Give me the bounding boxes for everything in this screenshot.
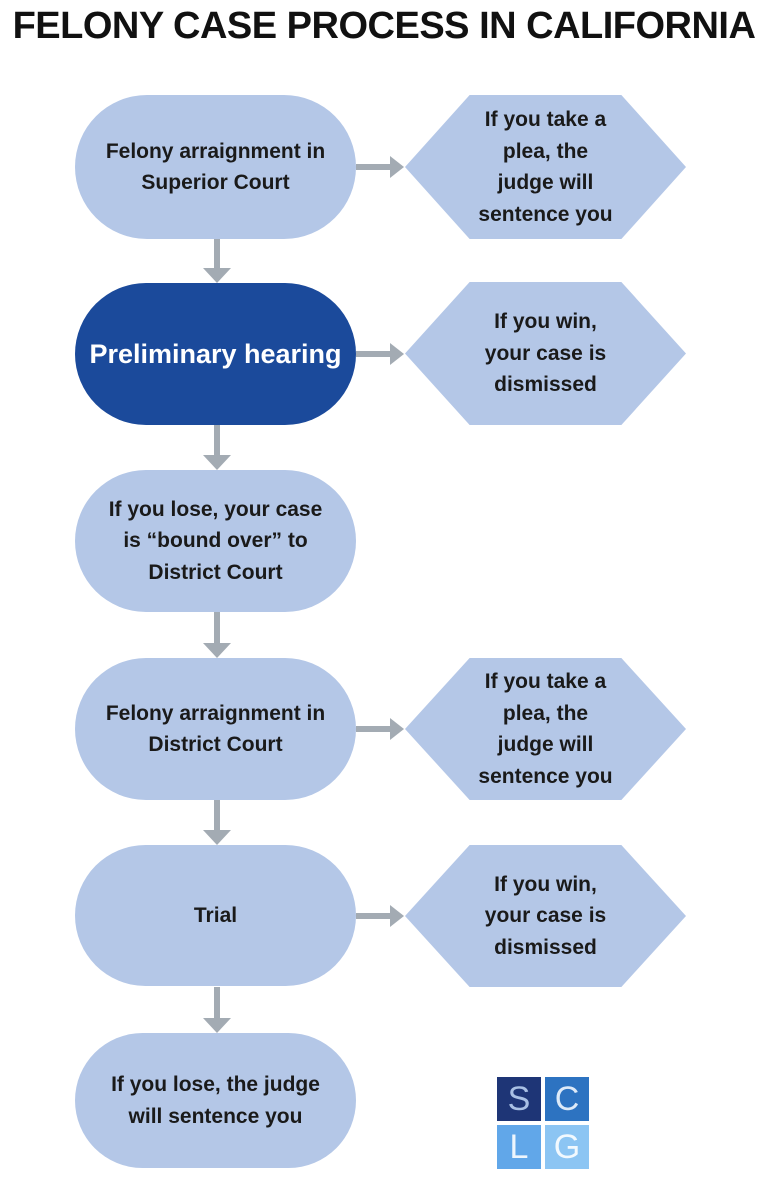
arrow-head: [203, 1018, 231, 1033]
arrow-right-icon: [356, 905, 404, 927]
node-preliminary-hearing: Preliminary hearing: [75, 283, 356, 425]
arrow-head: [203, 455, 231, 470]
arrow-down-icon: [202, 425, 232, 470]
arrow-head: [390, 718, 404, 740]
arrow-right-icon: [356, 343, 404, 365]
arrow-down-icon: [202, 800, 232, 845]
arrow-stem: [214, 800, 220, 830]
node-take-plea-sentence-2: If you take a plea, the judge will sente…: [405, 658, 686, 800]
arrow-right-icon: [356, 156, 404, 178]
arrow-right-icon: [356, 718, 404, 740]
node-win-dismissed-1: If you win, your case is dismissed: [405, 282, 686, 425]
arrow-stem: [356, 351, 390, 357]
logo-letter-c: C: [545, 1077, 589, 1121]
arrow-stem: [214, 612, 220, 643]
logo-letter-g: G: [545, 1125, 589, 1169]
arrow-stem: [214, 425, 220, 455]
arrow-stem: [356, 726, 390, 732]
arrow-stem: [214, 987, 220, 1018]
node-lose-judge-sentence: If you lose, the judge will sentence you: [75, 1033, 356, 1168]
node-trial: Trial: [75, 845, 356, 986]
arrow-stem: [214, 239, 220, 268]
logo-letter-s: S: [497, 1077, 541, 1121]
arrow-head: [203, 268, 231, 283]
node-felony-arraignment-superior-court: Felony arraignment in Superior Court: [75, 95, 356, 239]
arrow-head: [203, 830, 231, 845]
node-win-dismissed-2: If you win, your case is dismissed: [405, 845, 686, 987]
node-bound-over-district-court: If you lose, your case is “bound over” t…: [75, 470, 356, 612]
arrow-head: [390, 343, 404, 365]
arrow-stem: [356, 913, 390, 919]
arrow-down-icon: [202, 239, 232, 283]
logo-letter-l: L: [497, 1125, 541, 1169]
node-felony-arraignment-district-court: Felony arraignment in District Court: [75, 658, 356, 800]
arrow-head: [390, 905, 404, 927]
arrow-stem: [356, 164, 390, 170]
arrow-down-icon: [202, 612, 232, 658]
arrow-down-icon: [202, 987, 232, 1033]
arrow-head: [390, 156, 404, 178]
arrow-head: [203, 643, 231, 658]
page-title: FELONY CASE PROCESS IN CALIFORNIA: [12, 5, 756, 47]
sclg-logo: S C L G: [497, 1077, 589, 1169]
node-take-plea-sentence-1: If you take a plea, the judge will sente…: [405, 95, 686, 239]
